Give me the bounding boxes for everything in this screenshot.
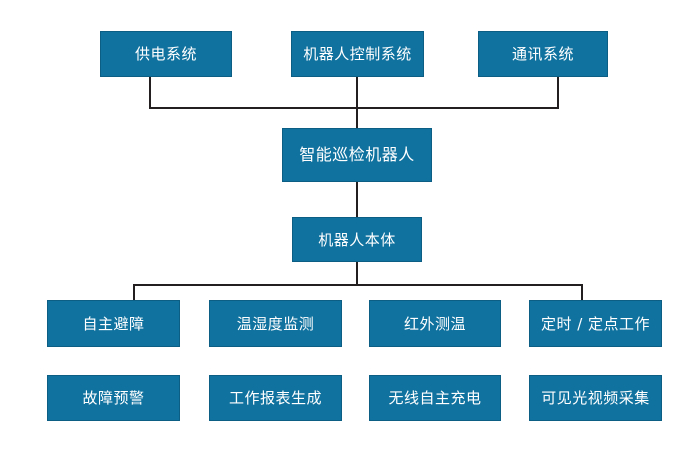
node-robot-control-system[interactable]: 机器人控制系统 [291, 31, 424, 77]
connector-bus-to-obstacle-avoidance [133, 284, 135, 301]
connector-body-to-bus [356, 262, 358, 286]
connector-control-system-to-robot [356, 77, 358, 128]
node-robot-body[interactable]: 机器人本体 [292, 217, 422, 262]
connector-robot-to-body [356, 182, 358, 217]
connector-bottom-bus [133, 284, 583, 286]
node-timed-fixed-point-work[interactable]: 定时 / 定点工作 [529, 300, 662, 347]
node-fault-warning[interactable]: 故障预警 [47, 375, 180, 421]
node-autonomous-obstacle-avoidance[interactable]: 自主避障 [47, 300, 180, 347]
connector-communication-system-down [557, 77, 559, 109]
connector-top-bus [149, 107, 559, 109]
connector-bus-to-timed-work [581, 284, 583, 301]
node-temp-humidity-monitoring[interactable]: 温湿度监测 [209, 300, 342, 347]
node-visible-light-video-capture[interactable]: 可见光视频采集 [529, 375, 662, 421]
node-work-report-generation[interactable]: 工作报表生成 [209, 375, 342, 421]
node-power-system[interactable]: 供电系统 [100, 31, 232, 77]
node-wireless-self-charging[interactable]: 无线自主充电 [369, 375, 501, 421]
node-infrared-temperature[interactable]: 红外测温 [369, 300, 501, 347]
node-smart-inspection-robot[interactable]: 智能巡检机器人 [282, 128, 432, 182]
connector-power-system-down [149, 77, 151, 109]
node-communication-system[interactable]: 通讯系统 [478, 31, 608, 77]
